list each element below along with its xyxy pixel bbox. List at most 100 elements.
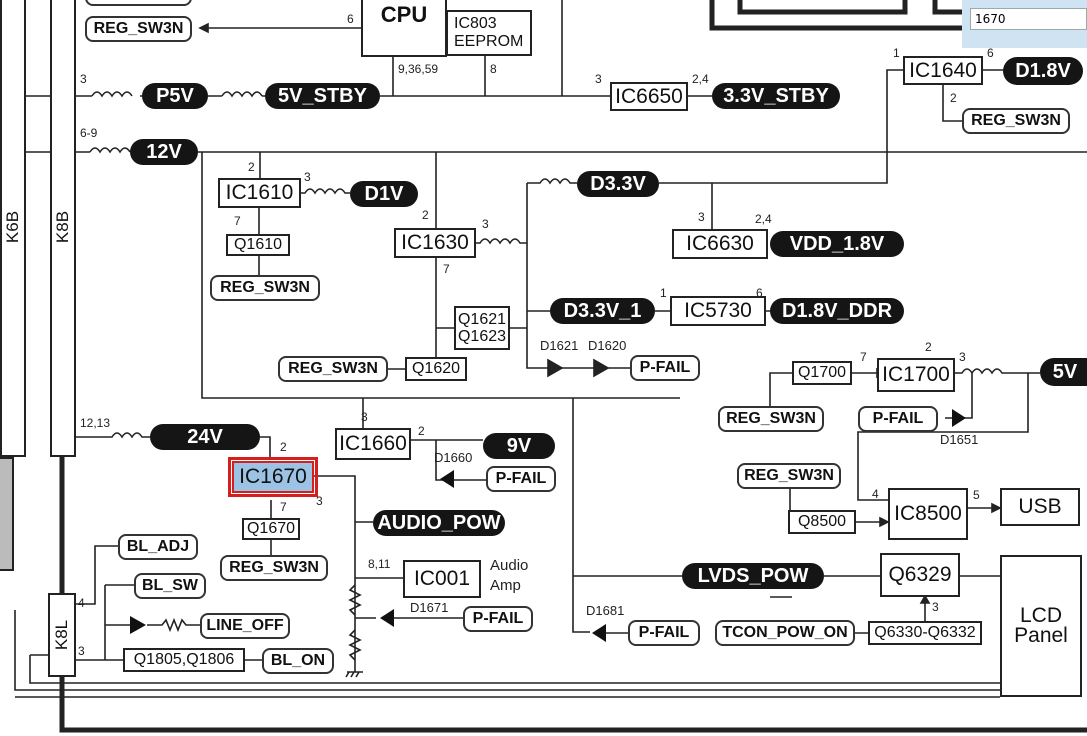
rail-24v: 24V (150, 424, 260, 450)
pin-label: 6 (756, 286, 763, 300)
find-input[interactable] (970, 8, 1087, 30)
transistor-q1610: Q1610 (226, 234, 290, 256)
transistor-q6330-q6332: Q6330-Q6332 (868, 621, 982, 645)
pin-label: 9,36,59 (398, 62, 439, 76)
ic001-note2: Amp (490, 577, 521, 594)
pin-label: 2 (950, 91, 957, 105)
connector-k6b: K6B (0, 0, 26, 457)
ic-cpu: CPU (361, 0, 447, 57)
transistor-q1670: Q1670 (242, 518, 300, 540)
ic-ic5730: IC5730 (670, 296, 766, 326)
pin-label: 3 (698, 210, 705, 224)
pin-label: 2 (422, 208, 429, 222)
ic803-sub: EEPROM (454, 33, 524, 50)
connector-k8l-label: K8L (52, 619, 71, 651)
rail-d1v: D1V (350, 181, 418, 207)
pin-label: 4 (78, 596, 85, 610)
pin-label: 2,4 (755, 212, 772, 226)
pin-label: 1 (660, 286, 667, 300)
signal-bl-sw: BL_SW (134, 573, 206, 599)
signal-line-off: LINE_OFF (200, 613, 290, 639)
pin-label: 2,4 (692, 72, 709, 86)
diode-d1620-label: D1620 (588, 338, 627, 353)
signal-reg-sw3n: REG_SW3N (210, 275, 320, 301)
signal-bl-adj: BL_ADJ (118, 534, 198, 560)
rail-vdd-1v8: VDD_1.8V (770, 231, 904, 257)
ic-ic1610: IC1610 (218, 178, 301, 208)
signal-reg-sw3n: REG_SW3N (85, 16, 192, 42)
signal-reg-sw3n: REG_SW3N (278, 356, 388, 382)
ic-ic6650: IC6650 (610, 82, 688, 111)
pin-label: 3 (595, 72, 602, 86)
signal-reg-sw3n: REG_SW3N (962, 108, 1070, 134)
signal-reg-sw3n: REG_SW3N (718, 406, 824, 432)
rail-5v: 5V (1040, 358, 1087, 386)
ic-ic6630: IC6630 (672, 229, 768, 259)
rail-lvds-pow: LVDS_POW (682, 563, 824, 589)
diode-d1681-label: D1681 (586, 603, 625, 618)
diode-d1671-label: D1671 (410, 600, 449, 615)
pin-label: 8,11 (368, 557, 391, 571)
pin-label: 3 (361, 410, 368, 424)
ic-ic8500: IC8500 (888, 488, 968, 540)
connector-k8l: K8L (48, 593, 76, 677)
signal-tag-top (85, 0, 192, 6)
signal-p-fail: P-FAIL (630, 355, 700, 381)
ic-ic1630: IC1630 (394, 228, 476, 258)
pin-label: 3 (932, 600, 939, 614)
rail-d1v8-ddr: D1.8V_DDR (770, 298, 904, 324)
diode-d1660-label: D1660 (434, 450, 473, 465)
lcd-label: LCD (1019, 604, 1062, 627)
connector-k8b-label: K8B (53, 210, 73, 243)
rail-9v: 9V (483, 433, 555, 459)
signal-reg-sw3n: REG_SW3N (220, 555, 328, 581)
rail-12v: 12V (130, 139, 198, 165)
transistor-q1620: Q1620 (405, 357, 467, 381)
pin-label: 8 (490, 62, 497, 76)
pin-label: 4 (872, 487, 879, 501)
diode-d1621-label: D1621 (540, 338, 579, 353)
find-panel (962, 0, 1087, 48)
q1621-label: Q1621 (457, 311, 507, 328)
rail-p5v: P5V (142, 83, 208, 109)
rail-audio-pow: AUDIO_POW (373, 510, 505, 536)
rail-d1v8: D1.8V (1003, 57, 1083, 85)
signal-reg-sw3n: REG_SW3N (737, 463, 841, 489)
pin-label: 7 (234, 214, 241, 228)
transistor-q8500: Q8500 (788, 510, 856, 534)
rail-5v-stby: 5V_STBY (265, 83, 380, 109)
pin-label: 12,13 (80, 416, 111, 430)
pin-label: 7 (860, 350, 867, 364)
diode-d1651-label: D1651 (940, 432, 979, 447)
lcd-label2: Panel (1014, 624, 1068, 647)
pin-label: 6 (987, 46, 994, 60)
pin-label: 3 (304, 170, 311, 184)
pin-label: 3 (482, 217, 489, 231)
ic-ic1670-highlighted[interactable]: IC1670 (228, 457, 318, 497)
connector-bar (0, 457, 14, 571)
transistor-q6329: Q6329 (880, 553, 960, 597)
pin-label: 3 (316, 494, 323, 508)
signal-p-fail: P-FAIL (463, 606, 533, 632)
pin-label: 1 (893, 46, 900, 60)
ic-ic1660: IC1660 (335, 428, 411, 460)
transistor-q1805-q1806: Q1805,Q1806 (123, 648, 245, 672)
pin-label: 3 (959, 350, 966, 364)
ic-ic1640: IC1640 (903, 56, 983, 85)
rail-3v3-stby: 3.3V_STBY (712, 83, 840, 109)
pin-label: 3 (78, 644, 85, 658)
signal-p-fail: P-FAIL (858, 406, 938, 432)
ic001-note: Audio (490, 557, 529, 574)
signal-tcon-pow-on: TCON_POW_ON (715, 620, 855, 646)
connector-k8b: K8B (50, 0, 76, 457)
signal-p-fail: P-FAIL (486, 466, 556, 492)
ic-ic001: IC001 (403, 560, 481, 598)
ic-ic1700: IC1700 (877, 358, 955, 392)
connector-k6b-label: K6B (3, 210, 23, 243)
pin-label: 7 (443, 262, 450, 276)
pin-label: 3 (80, 72, 87, 86)
ic803-label: IC803 (454, 15, 497, 32)
